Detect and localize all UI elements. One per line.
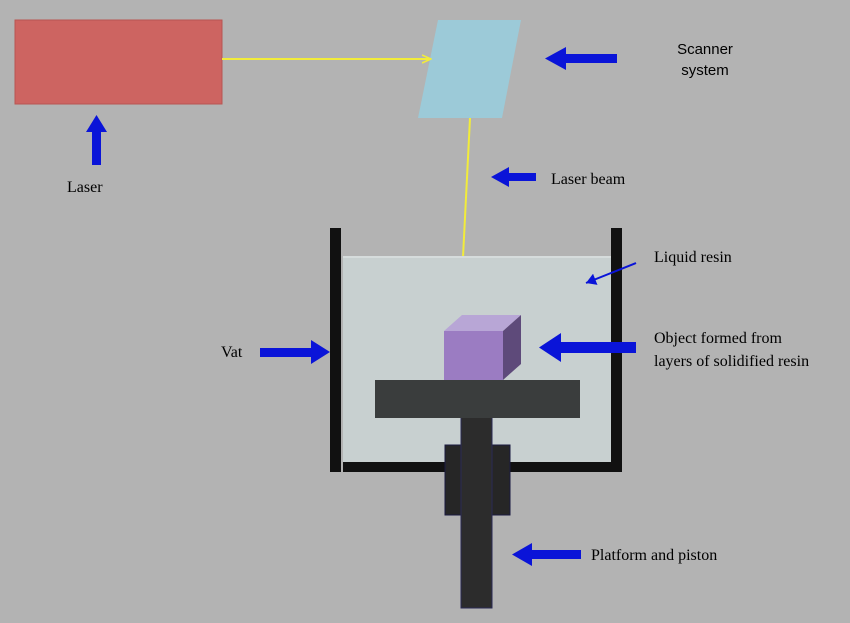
laser-pointer-arrow [86, 115, 107, 165]
liquid-resin-pointer-arrow [585, 262, 637, 285]
piston-shaft [460, 416, 493, 609]
vat-pointer-arrow [260, 340, 330, 364]
scanner-mirror [418, 20, 521, 118]
platform [375, 380, 580, 418]
platform-pointer-arrow [512, 543, 581, 566]
label-object-line1: Object formed from [654, 330, 782, 347]
label-vat: Vat [221, 344, 243, 361]
laser-source [14, 19, 223, 105]
label-scanner-line1: Scanner [677, 41, 733, 58]
label-object-line2: layers of solidified resin [654, 353, 810, 370]
label-laser-beam: Laser beam [551, 171, 626, 188]
solidified-object [444, 315, 521, 380]
label-platform: Platform and piston [591, 547, 718, 564]
label-liquid-resin: Liquid resin [654, 249, 732, 266]
label-laser: Laser [67, 179, 103, 196]
laser-beam-pointer-arrow [491, 167, 536, 187]
scanner-pointer-arrow [545, 47, 617, 70]
object-pointer-arrow [539, 333, 636, 362]
label-scanner-line2: system [681, 62, 729, 79]
vat-wall-left [330, 228, 341, 472]
